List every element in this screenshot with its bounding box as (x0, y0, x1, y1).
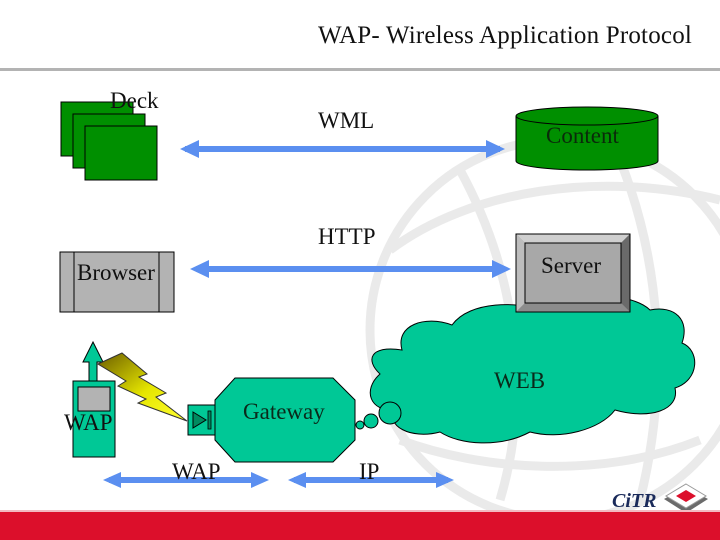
http-arrow (190, 260, 511, 278)
browser-label: Browser (77, 260, 155, 285)
content-database[interactable] (515, 106, 659, 171)
wml-label: WML (318, 108, 375, 133)
server-label: Server (541, 253, 602, 278)
content-label: Content (546, 123, 619, 148)
gateway-label: Gateway (243, 399, 325, 424)
citr-logo-text: CiTR (612, 490, 657, 512)
web-cloud[interactable] (355, 295, 696, 444)
wap-phone[interactable] (72, 340, 116, 458)
gateway-octagon[interactable] (214, 377, 356, 463)
http-label: HTTP (318, 224, 376, 249)
lightning-bolt-icon (96, 352, 188, 422)
footer-band (0, 512, 720, 540)
wap-arrow (103, 472, 269, 488)
title-rule (0, 68, 720, 71)
ip-arrow (288, 472, 454, 488)
browser-box[interactable] (59, 251, 175, 313)
wap-device-label: WAP (64, 410, 113, 435)
slide-title: WAP- Wireless Application Protocol (318, 22, 693, 49)
footer-band-highlight (0, 510, 720, 513)
wap-link-label: WAP (172, 459, 221, 484)
deck-stack[interactable] (60, 101, 158, 181)
server-box[interactable] (515, 233, 631, 313)
web-label: WEB (494, 368, 546, 393)
ip-link-label: IP (359, 459, 380, 484)
wml-arrow (180, 140, 505, 158)
citr-logo-icon (664, 483, 708, 513)
deck-label: Deck (110, 88, 159, 113)
gateway-port (187, 404, 216, 436)
